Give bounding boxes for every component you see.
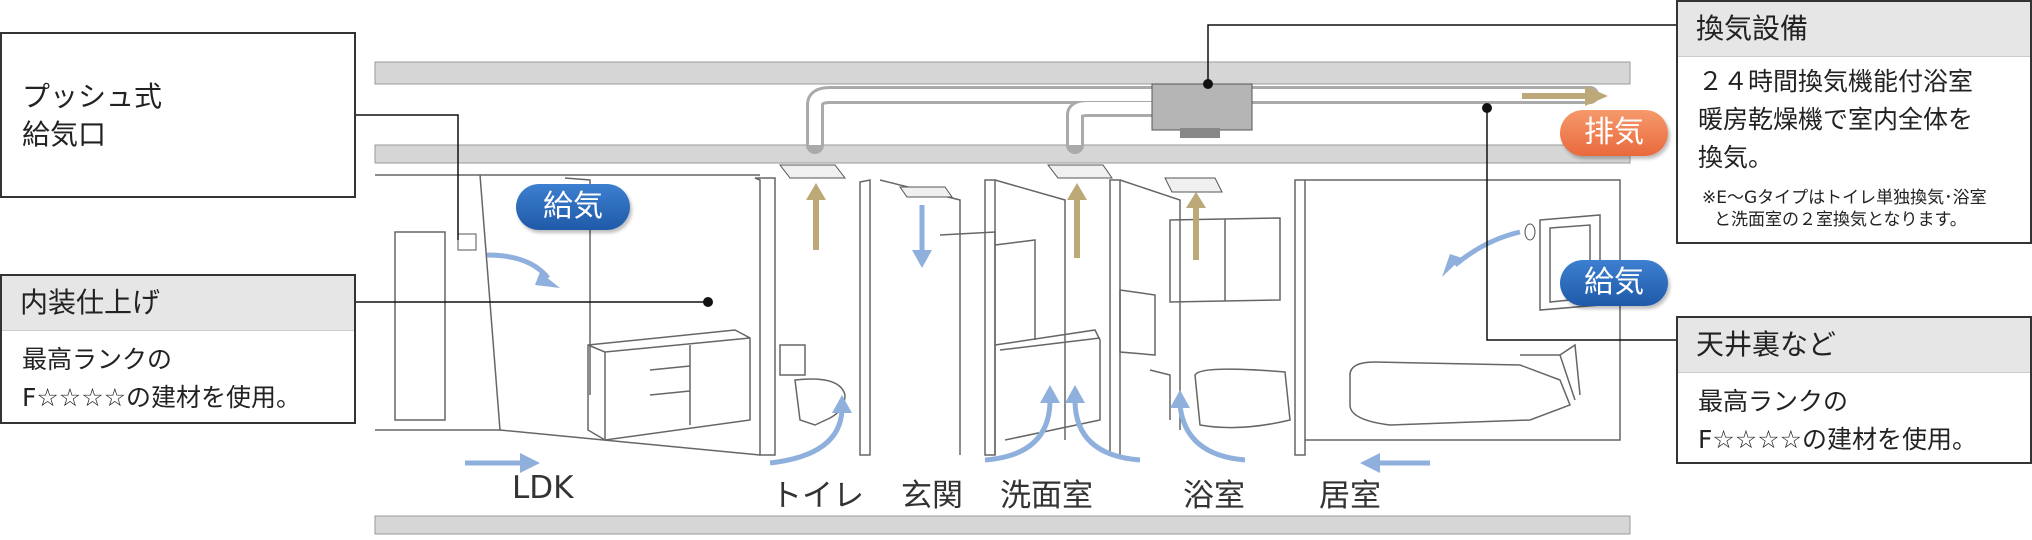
push-supply-label-line2: 給気口 [22,118,107,151]
room-label-washroom: 洗面室 [1000,478,1093,514]
room-label-ldk: LDK [512,470,574,506]
exhaust-airflow-arrow [806,86,1608,260]
ceiling-callout-line1: 最高ランクの [1698,387,1849,416]
ventilation-callout-line3: 換気。 [1698,143,1774,172]
interior-callout-line1: 最高ランクの [22,345,173,374]
ceiling-callout-title: 天井裏など [1678,318,2030,373]
supply-badge-right: 給気 [1560,260,1668,306]
floor-slab [374,515,1631,535]
room-label-bathroom: 浴室 [1183,478,1245,514]
room-label-bedroom: 居室 [1319,478,1381,514]
room-label-toilet: トイレ [771,478,864,514]
ceiling-callout-line2: F☆☆☆☆の建材を使用。 [1698,425,1978,454]
supply-badge-left: 給気 [516,184,630,230]
ceiling-callout: 天井裏など 最高ランクの F☆☆☆☆の建材を使用。 [1676,316,2032,464]
bathroom-dryer-unit [1151,83,1253,131]
interior-callout-title: 内装仕上げ [2,276,354,331]
interior-callout-line2: F☆☆☆☆の建材を使用。 [22,383,302,412]
ventilation-note-line1: ※E～Gタイプはトイレ単独換気･浴室 [1702,188,1987,208]
leader-dot [1203,79,1213,89]
leader-dot [1482,103,1492,113]
push-supply-vent [1524,223,1536,241]
ceiling-vent [778,164,1223,198]
exhaust-badge: 排気 [1560,110,1668,156]
ceiling-slab-bottom [374,144,1631,164]
interior-callout: 内装仕上げ 最高ランクの F☆☆☆☆の建材を使用。 [0,274,356,424]
push-supply-vent-wall [457,233,477,251]
ceiling-slab-top [374,61,1631,85]
ventilation-callout: 換気設備 ２４時間換気機能付浴室 暖房乾燥機で室内全体を 換気。 ※E～Gタイプ… [1676,0,2032,244]
ventilation-note-line2: と洗面室の２室換気となります。 [1714,210,1967,230]
room-label-entrance: 玄関 [901,478,963,514]
supply-airflow-arrow [465,205,1521,466]
ventilation-callout-line1: ２４時間換気機能付浴室 [1698,67,1974,96]
ventilation-callout-line2: 暖房乾燥機で室内全体を [1698,105,1974,134]
push-supply-callout: プッシュ式 給気口 [0,32,356,198]
leader-dot [703,297,713,307]
leader-line [355,24,1678,341]
ventilation-callout-title: 換気設備 [1678,2,2030,57]
push-supply-label-line1: プッシュ式 [22,80,163,113]
